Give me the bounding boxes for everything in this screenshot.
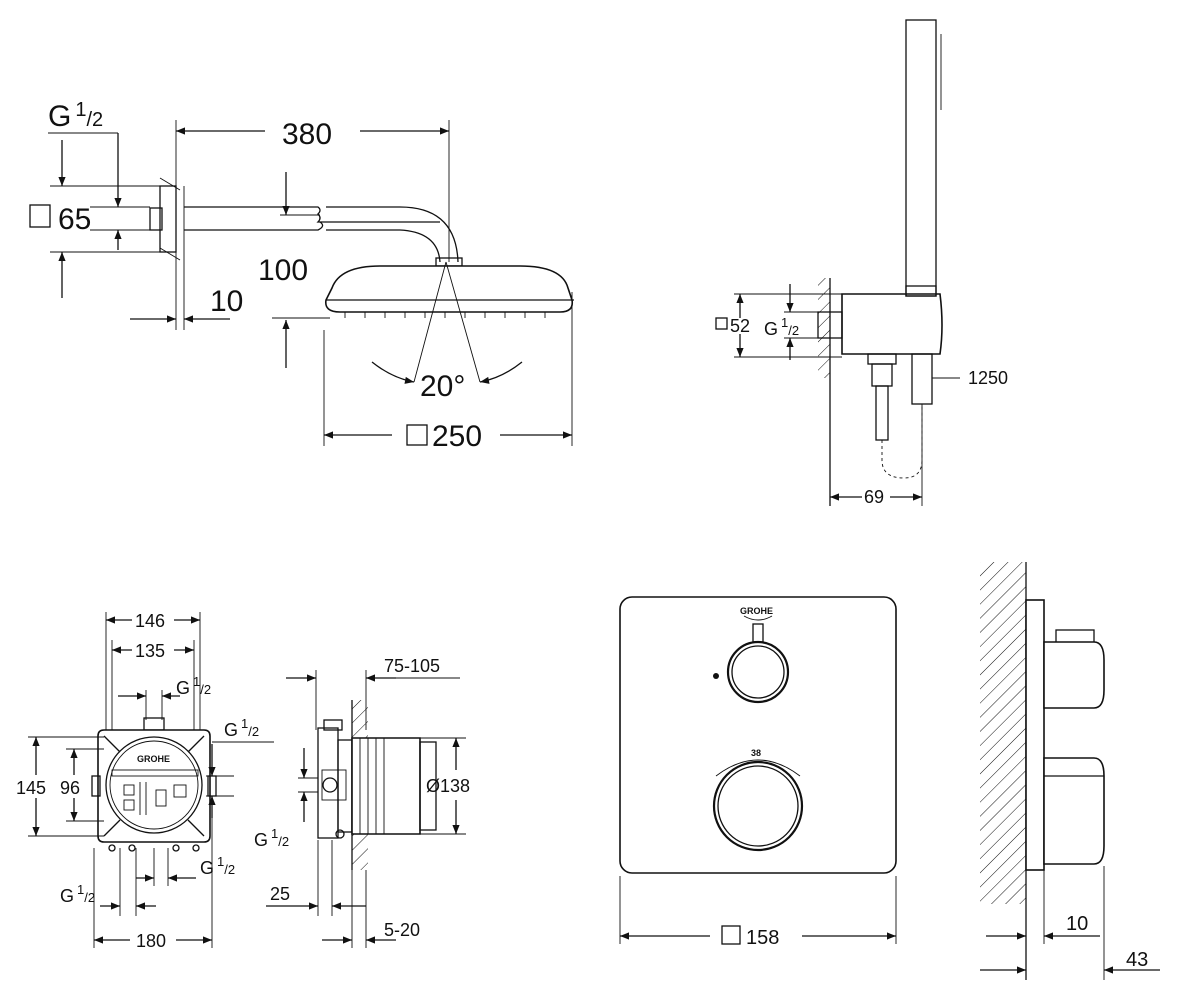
trim-side-view: 10 43 [980,562,1160,980]
box-height-inner-label: 96 [60,778,80,798]
box-height-outer-label: 145 [16,778,46,798]
box-total-width-label: 180 [136,931,166,951]
trim-plate-depth-label: 10 [1066,913,1088,935]
head-flange-square-label: 65 [58,203,91,236]
box-brand-label: GROHE [137,754,170,764]
trim-temp-mark: 38 [751,748,761,758]
box-diameter-label: Ø138 [426,776,470,796]
trim-knob-depth-label: 43 [1126,949,1148,971]
trim-plate-view: GROHE 38 158 [619,596,897,949]
head-size-label: 250 [432,420,482,453]
hand-bracket-square-label: 52 [730,316,750,336]
box-offset-label: 25 [270,884,290,904]
head-arm-length-label: 380 [282,118,332,151]
head-flange-depth-label: 10 [210,285,243,318]
box-width-outer-label: 146 [135,611,165,631]
head-nozzles [344,312,546,318]
box-cover-range-label: 5-20 [384,920,420,940]
box-depth-range-label: 75-105 [384,656,440,676]
head-arm-drop-label: 100 [258,254,308,287]
hand-projection-label: 69 [864,487,884,507]
head-tilt-label: 20° [420,370,465,403]
box-width-inner-label: 135 [135,641,165,661]
trim-square-label: 158 [746,927,779,949]
trim-brand-label: GROHE [740,606,773,616]
hand-hose-length-label: 1250 [968,368,1008,388]
